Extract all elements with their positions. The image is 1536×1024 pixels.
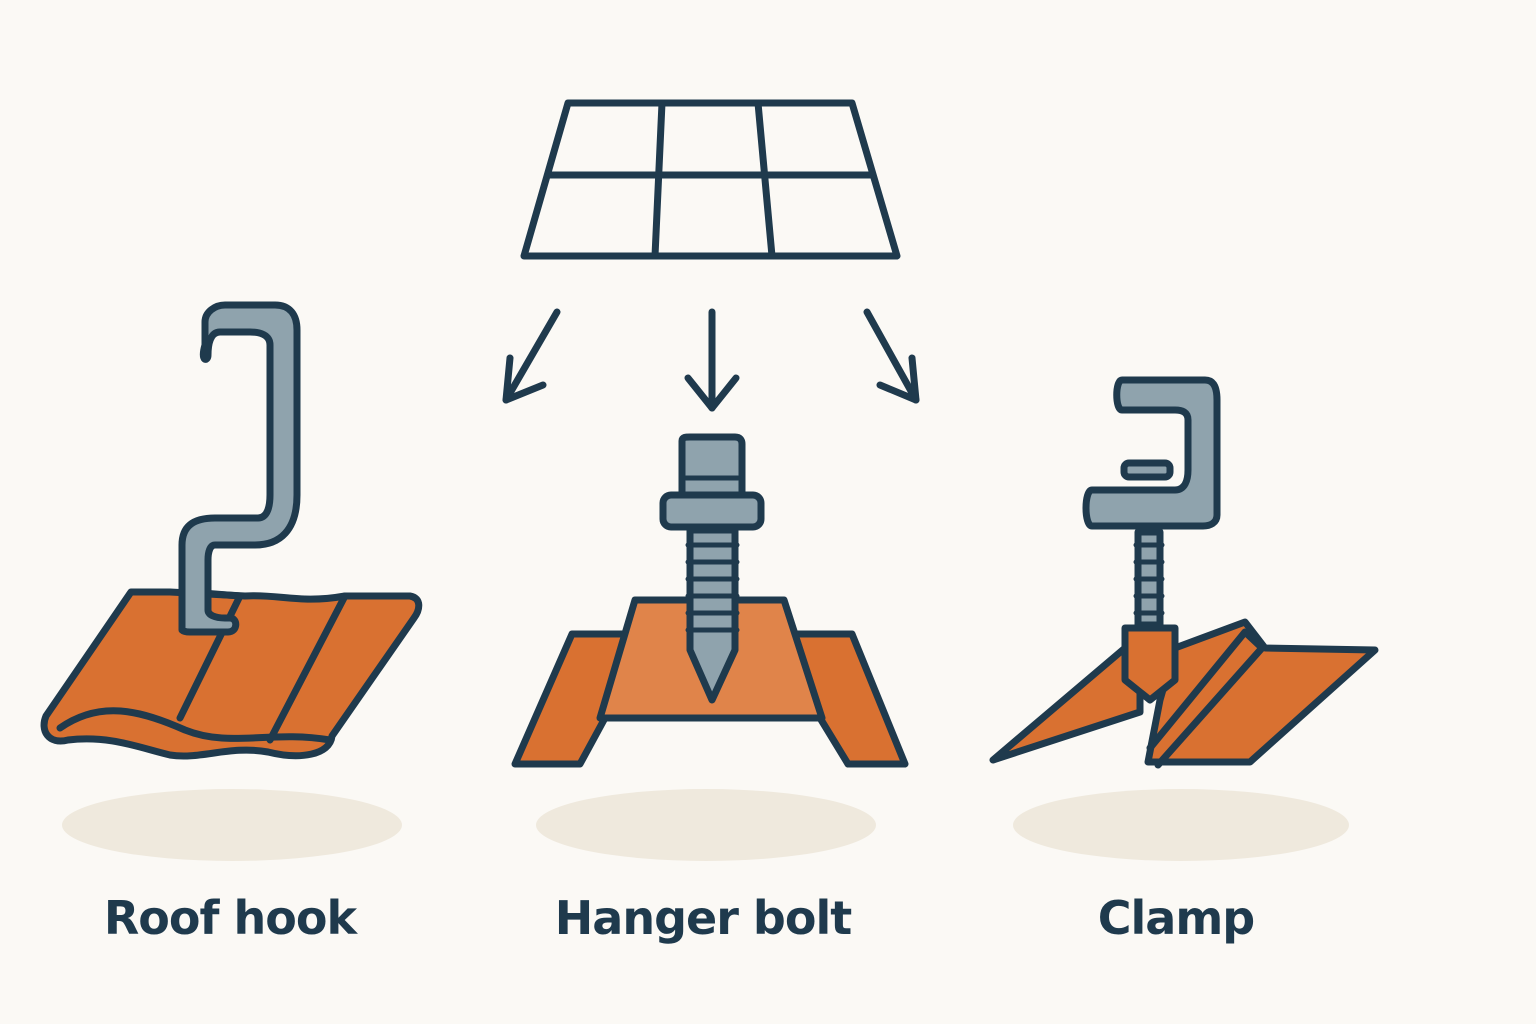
hanger-bolt-label: Hanger bolt: [554, 891, 852, 945]
arrow-down-icon: [684, 308, 740, 412]
hanger-bolt-shadow: [536, 789, 876, 861]
arrow-down-left-icon: [502, 308, 561, 404]
clamp-label: Clamp: [1097, 891, 1255, 945]
roof-hook-icon: [40, 301, 423, 760]
seam-clamp-icon: [989, 376, 1379, 769]
hanger-bolt-icon: [511, 433, 909, 768]
roof-hook-label: Roof hook: [103, 891, 357, 945]
arrow-down-right-icon: [863, 308, 920, 404]
solar-panel-icon: [520, 99, 901, 260]
roof-hook-shadow: [62, 789, 402, 861]
clamp-shadow: [1013, 789, 1349, 861]
